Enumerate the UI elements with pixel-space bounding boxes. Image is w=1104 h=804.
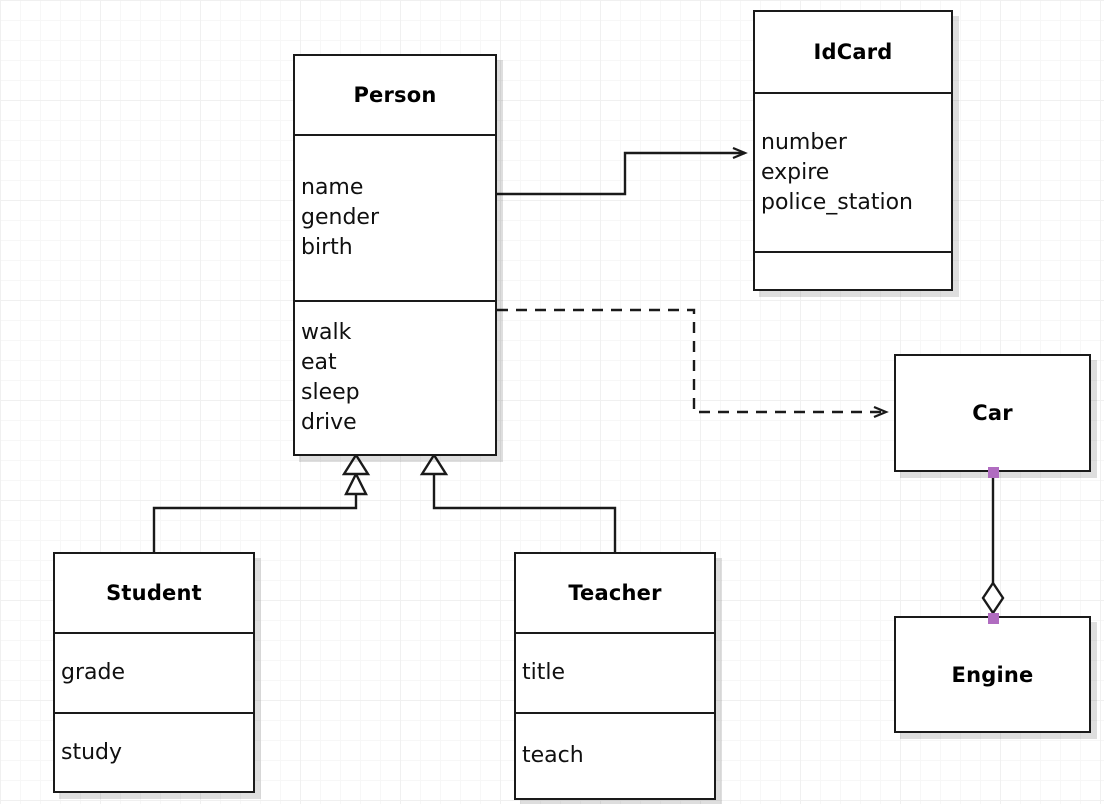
edge-car-engine	[981, 472, 1005, 620]
edge-teacher-person	[419, 452, 617, 552]
class-methods-idcard	[755, 251, 951, 289]
attribute-item: expire	[761, 159, 830, 185]
method-item: eat	[301, 350, 337, 375]
class-box-car[interactable]: Car	[894, 354, 1091, 472]
class-methods-person: walk eat sleep drive	[295, 300, 495, 454]
attribute-item: name	[301, 175, 364, 200]
method-item: teach	[522, 743, 584, 768]
attribute-item: gender	[301, 205, 379, 230]
edge-student-person	[152, 452, 371, 552]
class-title-engine: Engine	[951, 662, 1034, 687]
edge-person-car	[497, 308, 886, 412]
attribute-item: birth	[301, 235, 353, 260]
edge-person-idcard	[497, 153, 745, 196]
method-item: drive	[301, 410, 357, 435]
class-box-teacher[interactable]: Teacher title teach	[514, 552, 716, 800]
class-box-student[interactable]: Student grade study	[53, 552, 255, 793]
class-title-person: Person	[353, 83, 437, 107]
method-item: study	[61, 739, 123, 765]
class-title-student: Student	[106, 581, 202, 605]
connection-endpoint-engine[interactable]	[988, 613, 999, 624]
method-item: sleep	[301, 380, 360, 405]
class-title-car: Car	[972, 401, 1013, 425]
class-box-idcard[interactable]: IdCard number expire police_station	[753, 10, 953, 291]
class-title-idcard: IdCard	[813, 40, 893, 64]
class-attributes-idcard: number expire police_station	[755, 92, 951, 251]
class-box-engine[interactable]: Engine	[894, 616, 1091, 733]
class-attributes-person: name gender birth	[295, 134, 495, 300]
class-attributes-student: grade	[55, 632, 253, 712]
attribute-item: police_station	[761, 189, 913, 215]
class-methods-teacher: teach	[516, 712, 714, 798]
connection-endpoint-car[interactable]	[988, 467, 999, 478]
attribute-item: number	[761, 129, 847, 155]
class-box-person[interactable]: Person name gender birth walk eat sleep …	[293, 54, 497, 456]
method-item: walk	[301, 320, 352, 345]
attribute-item: title	[522, 660, 566, 685]
attribute-item: grade	[61, 660, 125, 685]
class-methods-student: study	[55, 712, 253, 791]
class-title-teacher: Teacher	[568, 581, 662, 605]
class-attributes-teacher: title	[516, 632, 714, 712]
